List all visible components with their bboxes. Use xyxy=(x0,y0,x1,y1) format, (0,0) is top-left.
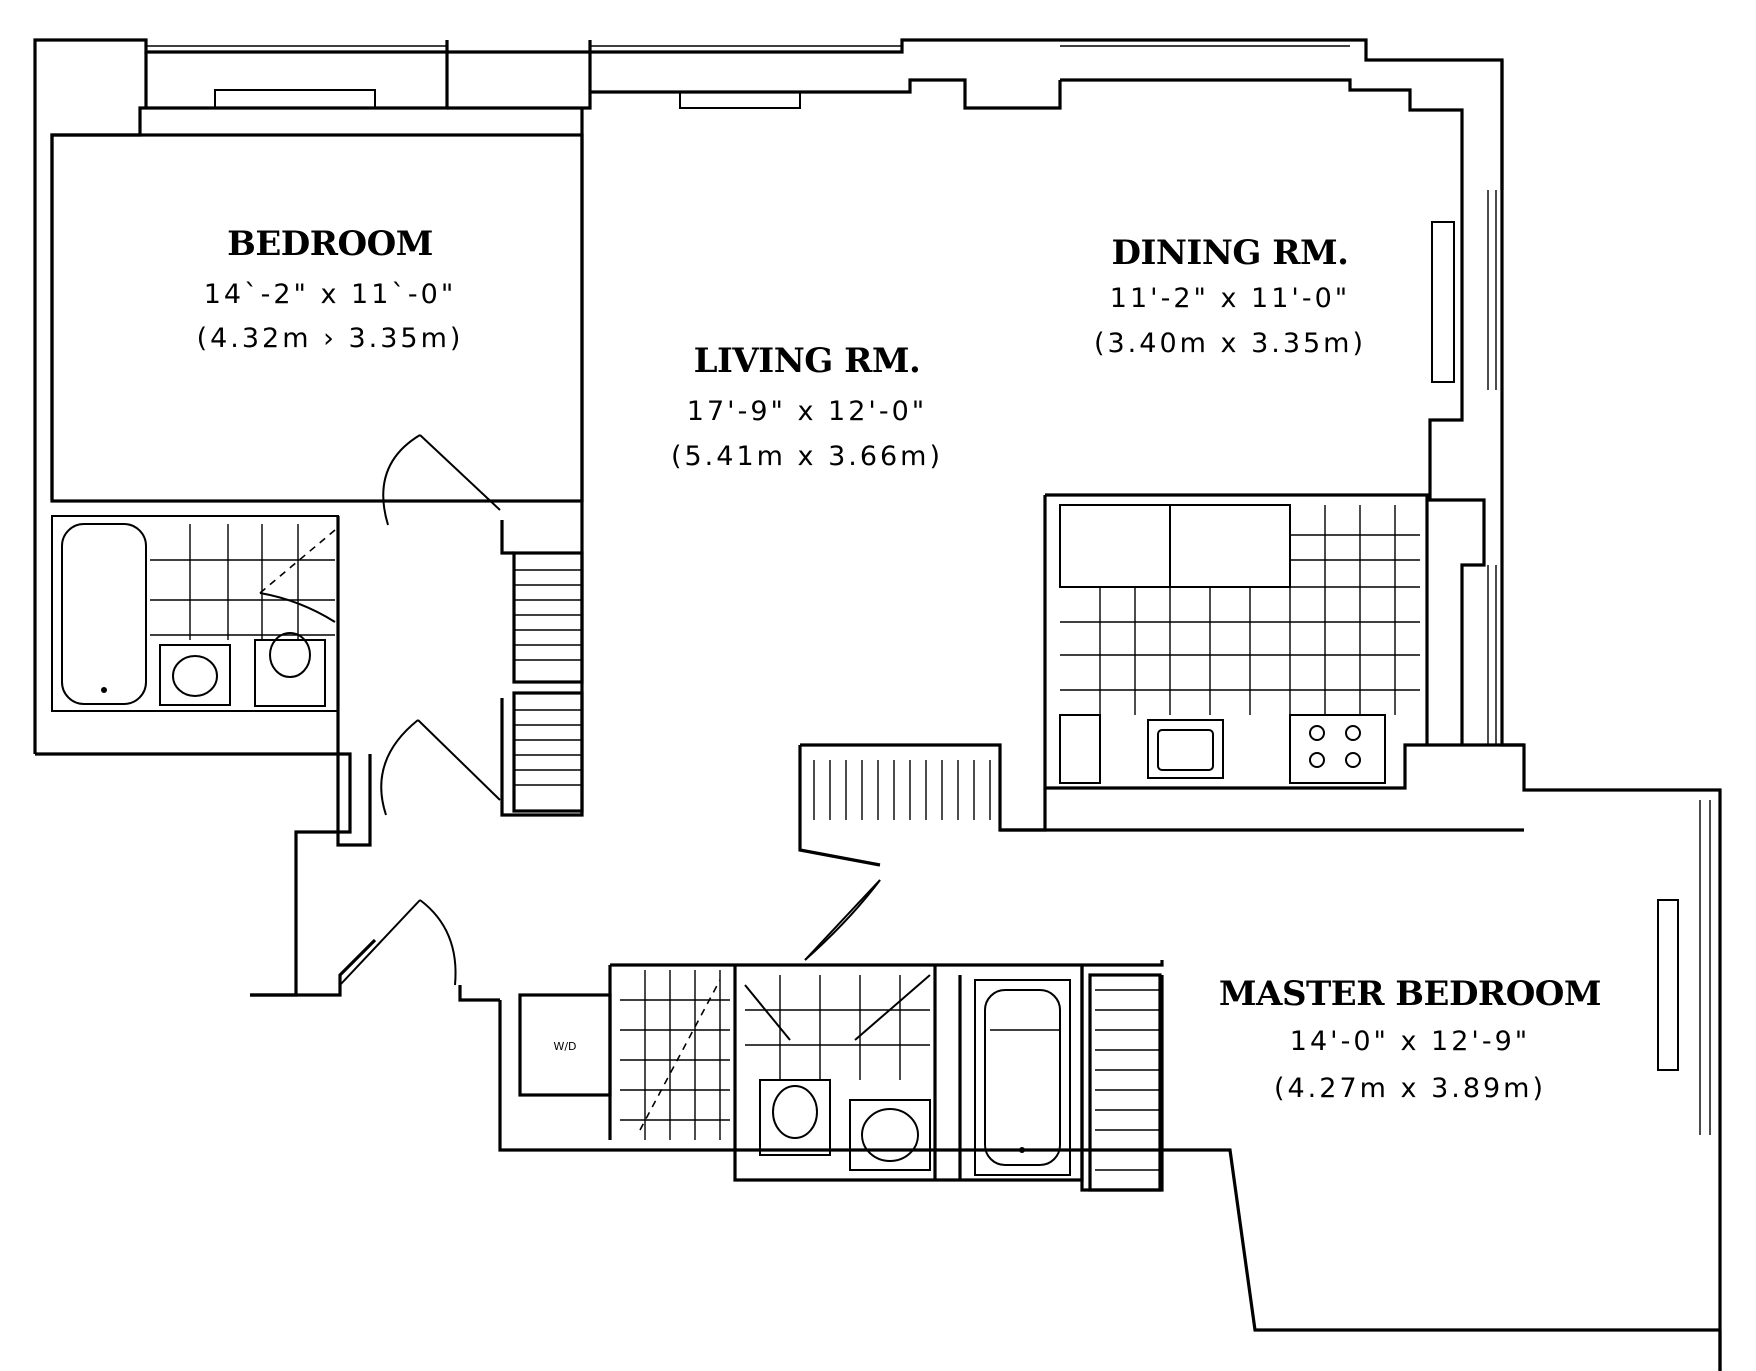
room-bedroom: BEDROOM 14`-2" x 11`-0" (4.32m › 3.35m) xyxy=(197,224,464,354)
room-dim-metric-dining: (3.40m x 3.35m) xyxy=(1094,328,1366,359)
room-master: MASTER BEDROOM 14'-0" x 12'-9" (4.27m x … xyxy=(1219,974,1602,1104)
room-dim-imperial-master: 14'-0" x 12'-9" xyxy=(1290,1026,1530,1057)
room-name-bedroom: BEDROOM xyxy=(227,224,433,264)
closet-hatching xyxy=(514,569,1160,1171)
windows xyxy=(146,45,1711,1135)
interior-walls xyxy=(50,108,1524,1192)
doors xyxy=(339,434,881,986)
room-dim-metric-bedroom: (4.32m › 3.35m) xyxy=(197,323,464,354)
master-bath xyxy=(620,970,1071,1176)
room-dim-metric-master: (4.27m x 3.89m) xyxy=(1274,1073,1546,1104)
room-living: LIVING RM. 17'-9" x 12'-0" (5.41m x 3.66… xyxy=(671,341,943,472)
room-dining: DINING RM. 11'-2" x 11'-0" (3.40m x 3.35… xyxy=(1094,233,1366,359)
room-dim-metric-living: (5.41m x 3.66m) xyxy=(671,441,943,472)
room-dim-imperial-dining: 11'-2" x 11'-0" xyxy=(1110,283,1350,314)
washer-dryer-label: W/D xyxy=(553,1040,576,1053)
room-dim-imperial-bedroom: 14`-2" x 11`-0" xyxy=(204,279,457,310)
room-name-master: MASTER BEDROOM xyxy=(1219,974,1601,1014)
room-name-living: LIVING RM. xyxy=(694,341,921,381)
room-name-dining: DINING RM. xyxy=(1111,233,1348,273)
kitchen xyxy=(1059,504,1420,784)
bedroom-bath xyxy=(61,523,336,707)
room-dim-imperial-living: 17'-9" x 12'-0" xyxy=(687,396,927,427)
